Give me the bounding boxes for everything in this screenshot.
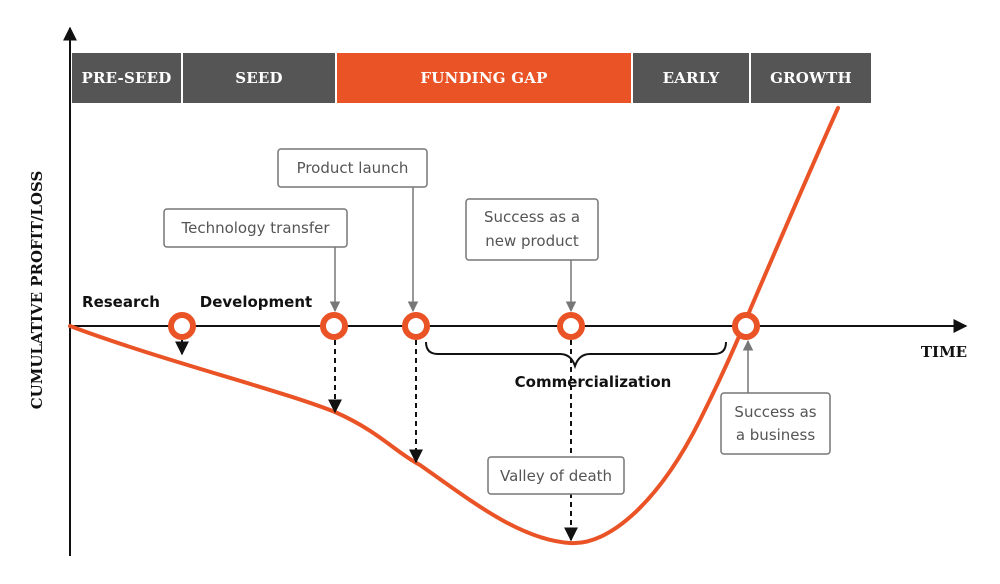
stage-early (633, 53, 749, 103)
callout-product-launch-box (277, 148, 428, 188)
callout-success-product-box (465, 198, 599, 261)
milestones (168, 312, 760, 340)
callout-success-product-line2: new product (485, 232, 579, 250)
stage-bar: PRE-SEED SEED FUNDING GAP EARLY GROWTH (72, 53, 871, 103)
drop-lines (175, 340, 578, 542)
stage-growth-label: GROWTH (770, 69, 852, 87)
x-axis-label: TIME (921, 343, 967, 361)
commercialization-label: Commercialization (515, 373, 672, 391)
phase-research-label: Research (82, 293, 160, 311)
callout-success-business: Success as a business (720, 339, 831, 455)
phase-development-label: Development (200, 293, 312, 311)
stage-seed-label: SEED (235, 69, 283, 87)
profit-loss-curve (68, 106, 840, 546)
stage-early-label: EARLY (663, 69, 720, 87)
callout-product-launch-text: Product launch (297, 159, 409, 177)
stage-funding-gap (337, 53, 631, 103)
y-axis-label: CUMULATIVE PROFIT/LOSS (28, 171, 46, 410)
callout-technology-transfer: Technology transfer (163, 208, 348, 313)
stage-growth (751, 53, 871, 103)
callout-product-launch: Product launch (277, 148, 428, 313)
callout-valley-text: Valley of death (500, 467, 612, 485)
callout-success-business-box (720, 392, 831, 455)
milestone-product-launch (402, 312, 430, 340)
callout-valley-of-death: Valley of death (487, 456, 625, 495)
callout-success-product: Success as a new product (465, 198, 599, 313)
stage-funding-gap-label: FUNDING GAP (420, 69, 547, 87)
callout-valley-box (487, 456, 625, 495)
stage-pre-seed-label: PRE-SEED (82, 69, 172, 87)
milestone-technology-transfer (320, 312, 348, 340)
callout-success-business-line2: a business (736, 426, 816, 444)
callout-technology-transfer-text: Technology transfer (180, 219, 330, 237)
milestone-success-product (557, 312, 585, 340)
callout-technology-transfer-box (163, 208, 348, 248)
callout-success-product-line1: Success as a (484, 208, 580, 226)
milestone-success-business (732, 312, 760, 340)
commercialization-brace (425, 341, 727, 370)
stage-seed (183, 53, 335, 103)
stage-pre-seed (72, 53, 181, 103)
callout-success-business-line1: Success as (734, 403, 816, 421)
milestone-research (168, 312, 196, 340)
